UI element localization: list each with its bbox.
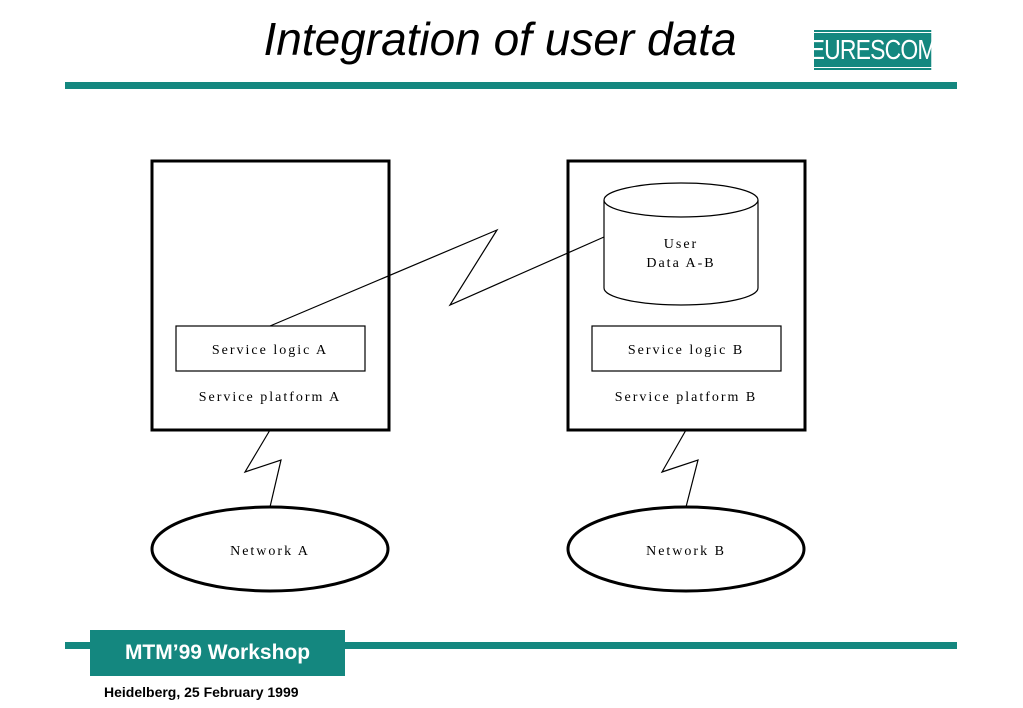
network-b-label: Network B bbox=[646, 544, 726, 559]
service-logic-b-box bbox=[591, 325, 782, 372]
eurescom-logo: EURESCOM bbox=[803, 30, 942, 70]
service-platform-a: Service logic A Service platform A bbox=[150, 159, 391, 432]
workshop-badge: MTM’99 Workshop bbox=[90, 630, 345, 676]
service-logic-b-label: Service logic B bbox=[628, 343, 744, 358]
database-top bbox=[603, 182, 759, 218]
database-label-line2: Data A-B bbox=[646, 256, 715, 271]
network-a-link bbox=[243, 429, 282, 508]
service-logic-a-box bbox=[175, 325, 366, 372]
network-a: Network A bbox=[150, 505, 390, 593]
service-platform-a-label: Service platform A bbox=[199, 390, 342, 405]
network-b: Network B bbox=[566, 505, 806, 593]
footer-divider-left bbox=[65, 642, 90, 649]
network-a-label: Network A bbox=[230, 544, 310, 559]
logo-text: EURESCOM bbox=[803, 32, 942, 68]
network-b-link bbox=[660, 429, 699, 508]
data-link-connector bbox=[269, 228, 605, 327]
header-divider bbox=[65, 82, 957, 89]
page-title: Integration of user data bbox=[263, 13, 737, 65]
database-body bbox=[603, 200, 759, 306]
footer-divider-right bbox=[345, 642, 957, 649]
network-a-ellipse bbox=[150, 505, 390, 593]
network-b-ellipse bbox=[566, 505, 806, 593]
service-platform-b: User Data A-B Service logic B Service pl… bbox=[566, 159, 807, 432]
user-data-database: User Data A-B bbox=[603, 182, 759, 306]
service-platform-a-box bbox=[150, 159, 391, 432]
footer-date: Heidelberg, 25 February 1999 bbox=[104, 684, 299, 700]
service-platform-b-label: Service platform B bbox=[615, 390, 758, 405]
database-label-line1: User bbox=[664, 237, 698, 252]
service-logic-a-label: Service logic A bbox=[212, 343, 328, 358]
